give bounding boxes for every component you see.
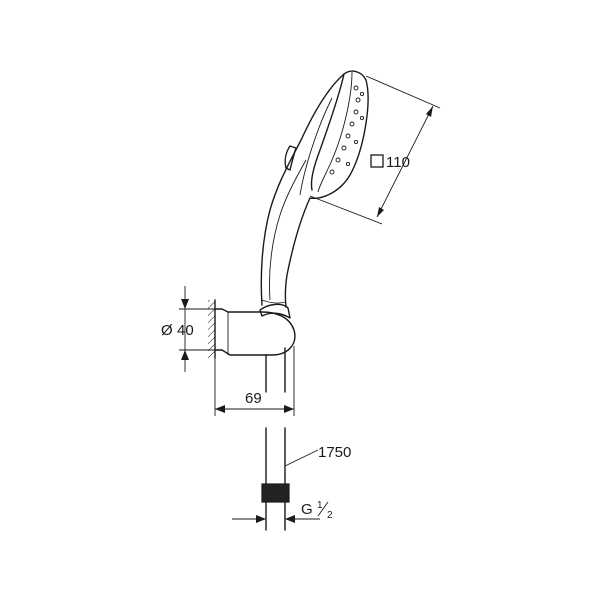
dimension-projection: 69 [214,346,295,416]
holder-cradle [259,303,291,319]
wall-hatching [208,300,215,358]
square-symbol [370,154,384,168]
shower-handle-inner-2 [299,97,333,196]
projection-value: 69 [245,390,262,407]
spray-selector-button [284,145,297,171]
shower-handle-inner [269,159,307,301]
handle-end-band [261,299,287,304]
thread-prefix: G [301,501,313,518]
holder-body [214,308,296,356]
thread-numerator: 1 [317,500,323,511]
hose-knurled-nut [261,483,290,503]
dimension-hose-length: 1750 [284,444,351,467]
hose-length-value: 1750 [318,444,351,461]
wall-holder [208,299,296,393]
dimension-mount-diameter: Ø 40 [161,286,215,372]
fraction-slash [317,501,329,517]
head-size-value: 110 [386,154,410,171]
hand-shower [260,70,369,308]
dimension-head-size: 110 [309,75,441,225]
mount-diameter-value: 40 [177,322,194,339]
hose [261,427,290,531]
shower-head-rim [317,71,353,193]
shower-body-outline [260,70,369,308]
spray-nozzles [329,85,365,175]
dimension-thread: G 1 2 [232,500,333,523]
thread-denominator: 2 [327,510,333,521]
diameter-symbol: Ø [161,322,173,339]
shower-head-face [310,73,345,191]
